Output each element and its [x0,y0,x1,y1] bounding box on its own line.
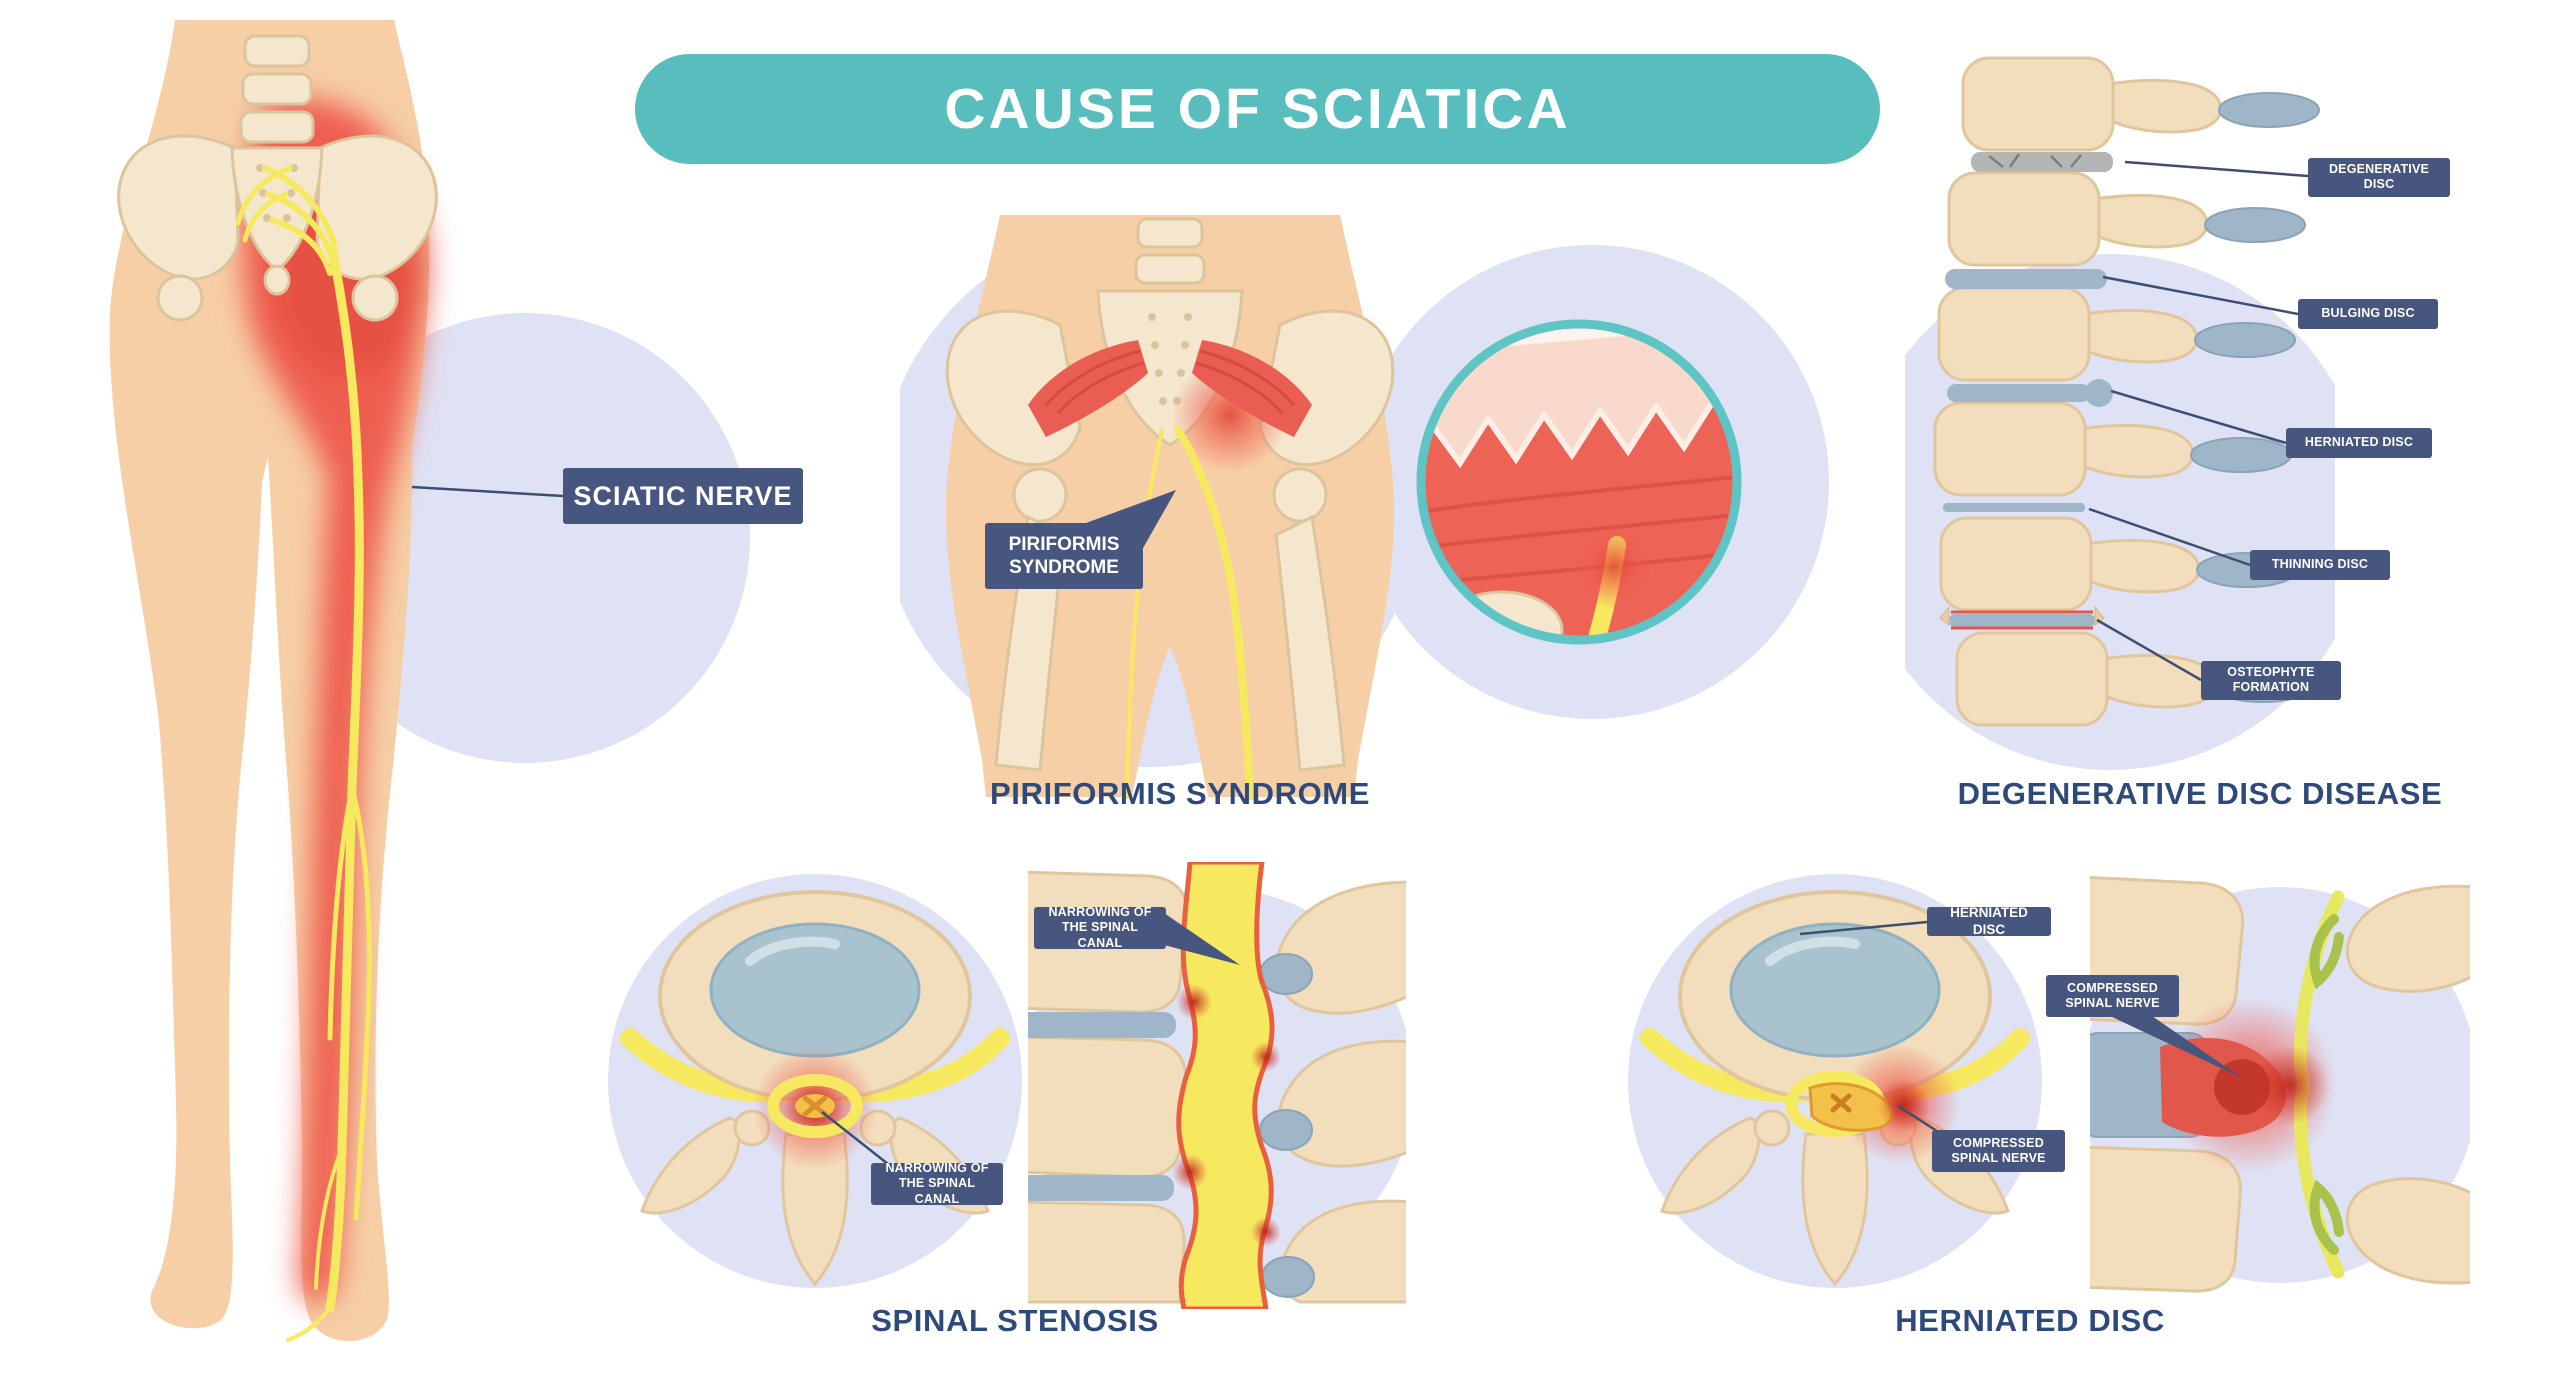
compression-glow-core [1878,1080,1930,1132]
page-title: CAUSE OF SCIATICA [944,77,1571,141]
disc-highlight [745,936,840,966]
degenerative-disc-label: DEGENERATIVE DISC [2308,158,2450,197]
degenerative-caption: DEGENERATIVE DISC DISEASE [1957,776,2443,811]
osteophyte-formation-label: OSTEOPHYTE FORMATION [2201,661,2341,700]
piriformis-muscles [1028,340,1312,437]
lens-ring [1416,319,1742,645]
lens-content [1421,325,1737,640]
herniated-caption: HERNIATED DISC [1895,1303,2165,1338]
disc-bulging [1945,269,2107,289]
bone-structures [2090,875,2470,1293]
stenosis-vertebra-figure [608,874,1022,1288]
compressed-spinal-nerve-right-label: COMPRESSED SPINAL NERVE [2046,975,2179,1017]
posterior-elements [1274,880,1406,1304]
compression-glows [1172,984,1281,1247]
spinal-canal-ring [767,1074,863,1138]
disc-highlight [1765,936,1860,966]
stenosis-side-figure [1028,862,1406,1309]
sciatic-nerve-label: SCIATIC NERVE [563,468,803,524]
vertebrae [1933,56,2320,727]
piriformis-zoom-lens [1416,319,1742,645]
piriformis-caption: PIRIFORMIS SYNDROME [990,776,1370,811]
facet-tips [1259,953,1315,1298]
herniated-side-figure [2090,875,2470,1293]
sciatic-nerve-paths [235,165,372,1342]
discs-side [1028,1012,1176,1201]
piriformis-syndrome-label: PIRIFORMIS SYNDROME [985,523,1143,589]
disc-degenerative [1971,152,2113,172]
narrowed-spinal-canal [1176,862,1275,1309]
compression-glow-core [2250,1045,2330,1125]
herniation-cross-mark [1830,1093,1852,1113]
stenosis-caption: SPINAL STENOSIS [871,1303,1159,1338]
herniated-disc-label: HERNIATED DISC [1927,905,2051,937]
title-banner: CAUSE OF SCIATICA [635,54,1880,164]
compressed-spinal-nerve-bottom-label: COMPRESSED SPINAL NERVE [1932,1130,2065,1172]
bulging-disc-label: BULGING DISC [2298,299,2438,329]
disc-herniated [1947,379,2113,407]
herniated-vertebra-figure [1628,874,2042,1288]
narrowing-spinal-canal-top-label: NARROWING OF THE SPINAL CANAL [1034,905,1166,950]
sciatic-nerve-paths [1125,426,1254,800]
thinning-disc-label: THINNING DISC [2250,550,2390,580]
disc-thinning [1943,503,2085,512]
narrowing-spinal-canal-bottom-label: NARROWING OF THE SPINAL CANAL [871,1161,1003,1206]
sacral-foramina [256,164,298,222]
disc-osteophyte [1939,605,2105,630]
herniated-disc-deg-label: HERNIATED DISC [2286,428,2432,458]
sciatic-nerve-figure [109,20,750,1342]
piriformis-figure [900,215,1422,800]
